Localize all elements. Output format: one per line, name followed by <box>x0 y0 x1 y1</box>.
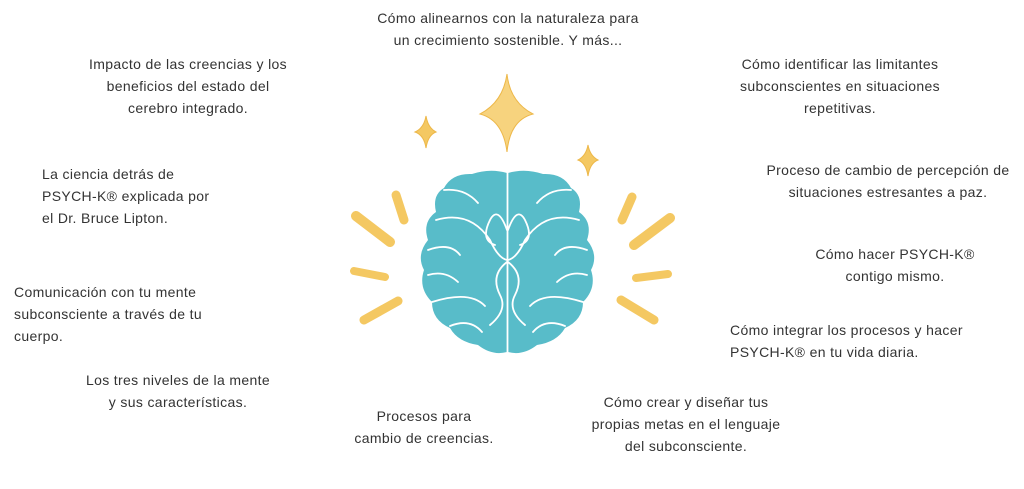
topic-text-block: La ciencia detrás de PSYCH-K® explicada p… <box>42 163 209 229</box>
topic-text-block: Cómo alinearnos con la naturaleza para un… <box>377 7 639 51</box>
brain-icon <box>420 170 595 354</box>
topic-line: PSYCH-K® explicada por <box>42 188 210 204</box>
topic-line: subconscientes en situaciones <box>739 78 941 94</box>
topic-line: cuerpo. <box>14 328 64 344</box>
topic-line: del subconsciente. <box>624 438 748 454</box>
topic-text-block: Comunicación con tu mente subconsciente a… <box>14 281 202 347</box>
small-sparkle-icon <box>576 144 600 177</box>
topic-line: beneficios del estado del <box>106 78 270 94</box>
topic-line: PSYCH-K® en tu vida diaria. <box>730 344 919 360</box>
sparkle-icons <box>413 73 600 177</box>
topic-line: Cómo hacer PSYCH-K® <box>815 246 975 262</box>
topic-line: Cómo integrar los procesos y hacer <box>730 322 963 338</box>
topic-line: contigo mismo. <box>845 268 945 284</box>
topic-text-block: Cómo identificar las limitantes subconsci… <box>740 53 940 119</box>
topic-line: cambio de creencias. <box>354 430 494 446</box>
topic-text-block: Procesos para cambio de creencias. <box>354 405 493 449</box>
topic-line: Impacto de las creencias y los <box>88 56 288 72</box>
topic-line: propias metas en el lenguaje <box>591 416 781 432</box>
large-sparkle-icon <box>478 73 535 153</box>
topic-line: Proceso de cambio de percepción de <box>766 162 1010 178</box>
topic-line: situaciones estresantes a paz. <box>788 184 988 200</box>
topic-line: y sus características. <box>108 394 248 410</box>
topic-line: subconsciente a través de tu <box>14 306 203 322</box>
topic-line: Los tres niveles de la mente <box>85 372 271 388</box>
topic-line: Cómo identificar las limitantes <box>741 56 939 72</box>
topic-line: un crecimiento sostenible. Y más... <box>393 32 623 48</box>
topic-line: Comunicación con tu mente <box>14 284 197 300</box>
topic-line: el Dr. Bruce Lipton. <box>42 210 169 226</box>
small-sparkle-icon <box>413 115 438 149</box>
topic-text-block: Proceso de cambio de percepción de situac… <box>766 159 1009 203</box>
topic-text-block: Los tres niveles de la mente y sus caract… <box>86 369 270 413</box>
topic-text-block: Cómo crear y diseñar tus propias metas en… <box>592 391 781 457</box>
topic-line: La ciencia detrás de <box>42 166 175 182</box>
topic-text-block: Cómo hacer PSYCH-K® contigo mismo. <box>815 243 974 287</box>
topic-text-block: Impacto de las creencias y los beneficios… <box>89 53 287 119</box>
topic-line: repetitivas. <box>804 100 876 116</box>
topic-line: Procesos para <box>376 408 472 424</box>
topic-line: cerebro integrado. <box>128 100 248 116</box>
brain-illustration <box>350 73 675 354</box>
topic-line: Cómo crear y diseñar tus <box>603 394 769 410</box>
light-rays <box>350 190 675 325</box>
topic-line: Cómo alinearnos con la naturaleza para <box>377 10 639 26</box>
